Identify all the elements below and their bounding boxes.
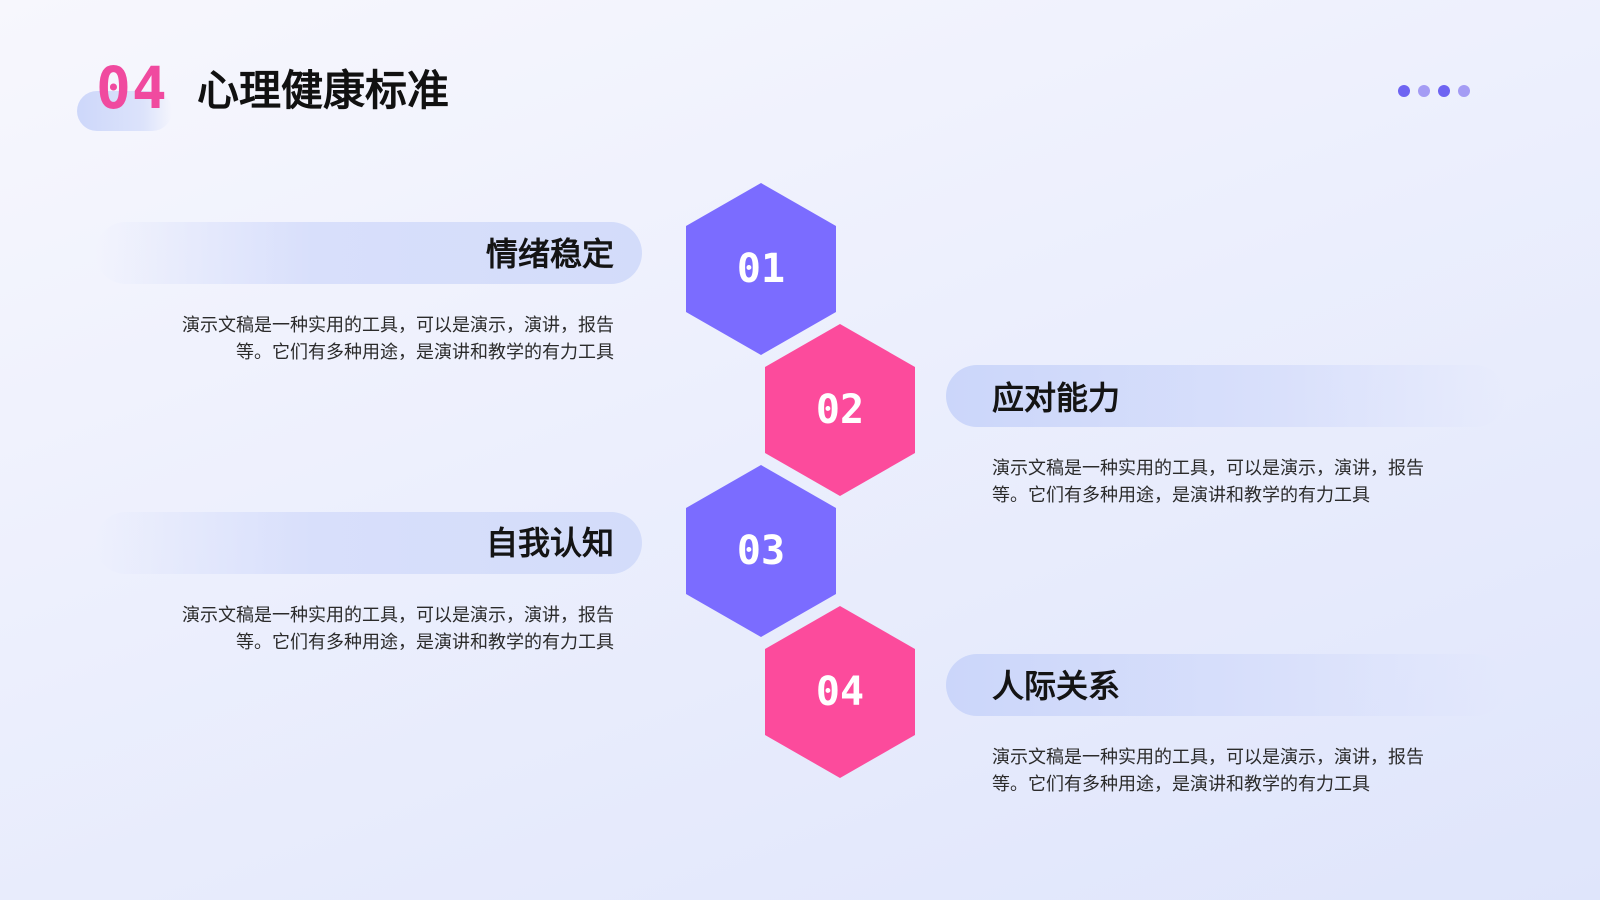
item-02-description: 演示文稿是一种实用的工具，可以是演示，演讲，报告 等。它们有多种用途，是演讲和教… (992, 455, 1424, 509)
item-02-description-line: 等。它们有多种用途，是演讲和教学的有力工具 (992, 485, 1370, 506)
item-04-heading-pill (946, 654, 1506, 716)
item-02-heading-pill (946, 365, 1506, 427)
hexagon-02-number: 02 (815, 387, 865, 433)
item-03-heading-pill (95, 512, 642, 574)
hexagon-04 (765, 606, 915, 778)
item-02-heading: 应对能力 (992, 379, 1121, 417)
item-04-description: 演示文稿是一种实用的工具，可以是演示，演讲，报告 等。它们有多种用途，是演讲和教… (992, 744, 1424, 798)
item-02-description-line: 演示文稿是一种实用的工具，可以是演示，演讲，报告 (992, 458, 1424, 479)
item-04-heading: 人际关系 (992, 667, 1121, 705)
indicator-dot (1418, 85, 1430, 97)
dots-icon (1398, 85, 1470, 97)
hexagon-01-number: 01 (736, 246, 786, 292)
item-01-description-line: 演示文稿是一种实用的工具，可以是演示，演讲，报告 (182, 315, 614, 336)
item-01-description: 演示文稿是一种实用的工具，可以是演示，演讲，报告 等。它们有多种用途，是演讲和教… (182, 312, 614, 366)
item-04-description-line: 演示文稿是一种实用的工具，可以是演示，演讲，报告 (992, 747, 1424, 768)
item-01-heading-pill (95, 222, 642, 284)
hexagon-04-number: 04 (815, 669, 865, 715)
item-03-description-line: 演示文稿是一种实用的工具，可以是演示，演讲，报告 (182, 605, 614, 626)
item-03-description: 演示文稿是一种实用的工具，可以是演示，演讲，报告 等。它们有多种用途，是演讲和教… (182, 602, 614, 656)
indicator-dot (1398, 85, 1410, 97)
title-highlight-pill (77, 91, 172, 131)
item-03-heading: 自我认知 (485, 524, 614, 562)
page-title: 心理健康标准 (197, 66, 450, 115)
item-03-description-line: 等。它们有多种用途，是演讲和教学的有力工具 (236, 632, 614, 653)
item-04-description-line: 等。它们有多种用途，是演讲和教学的有力工具 (992, 774, 1370, 795)
section-number: 04 (96, 54, 168, 122)
indicator-dot (1438, 85, 1450, 97)
hexagon-03-number: 03 (736, 528, 786, 574)
item-01-heading: 情绪稳定 (485, 235, 614, 273)
indicator-dot (1458, 85, 1470, 97)
item-01-description-line: 等。它们有多种用途，是演讲和教学的有力工具 (236, 342, 614, 363)
